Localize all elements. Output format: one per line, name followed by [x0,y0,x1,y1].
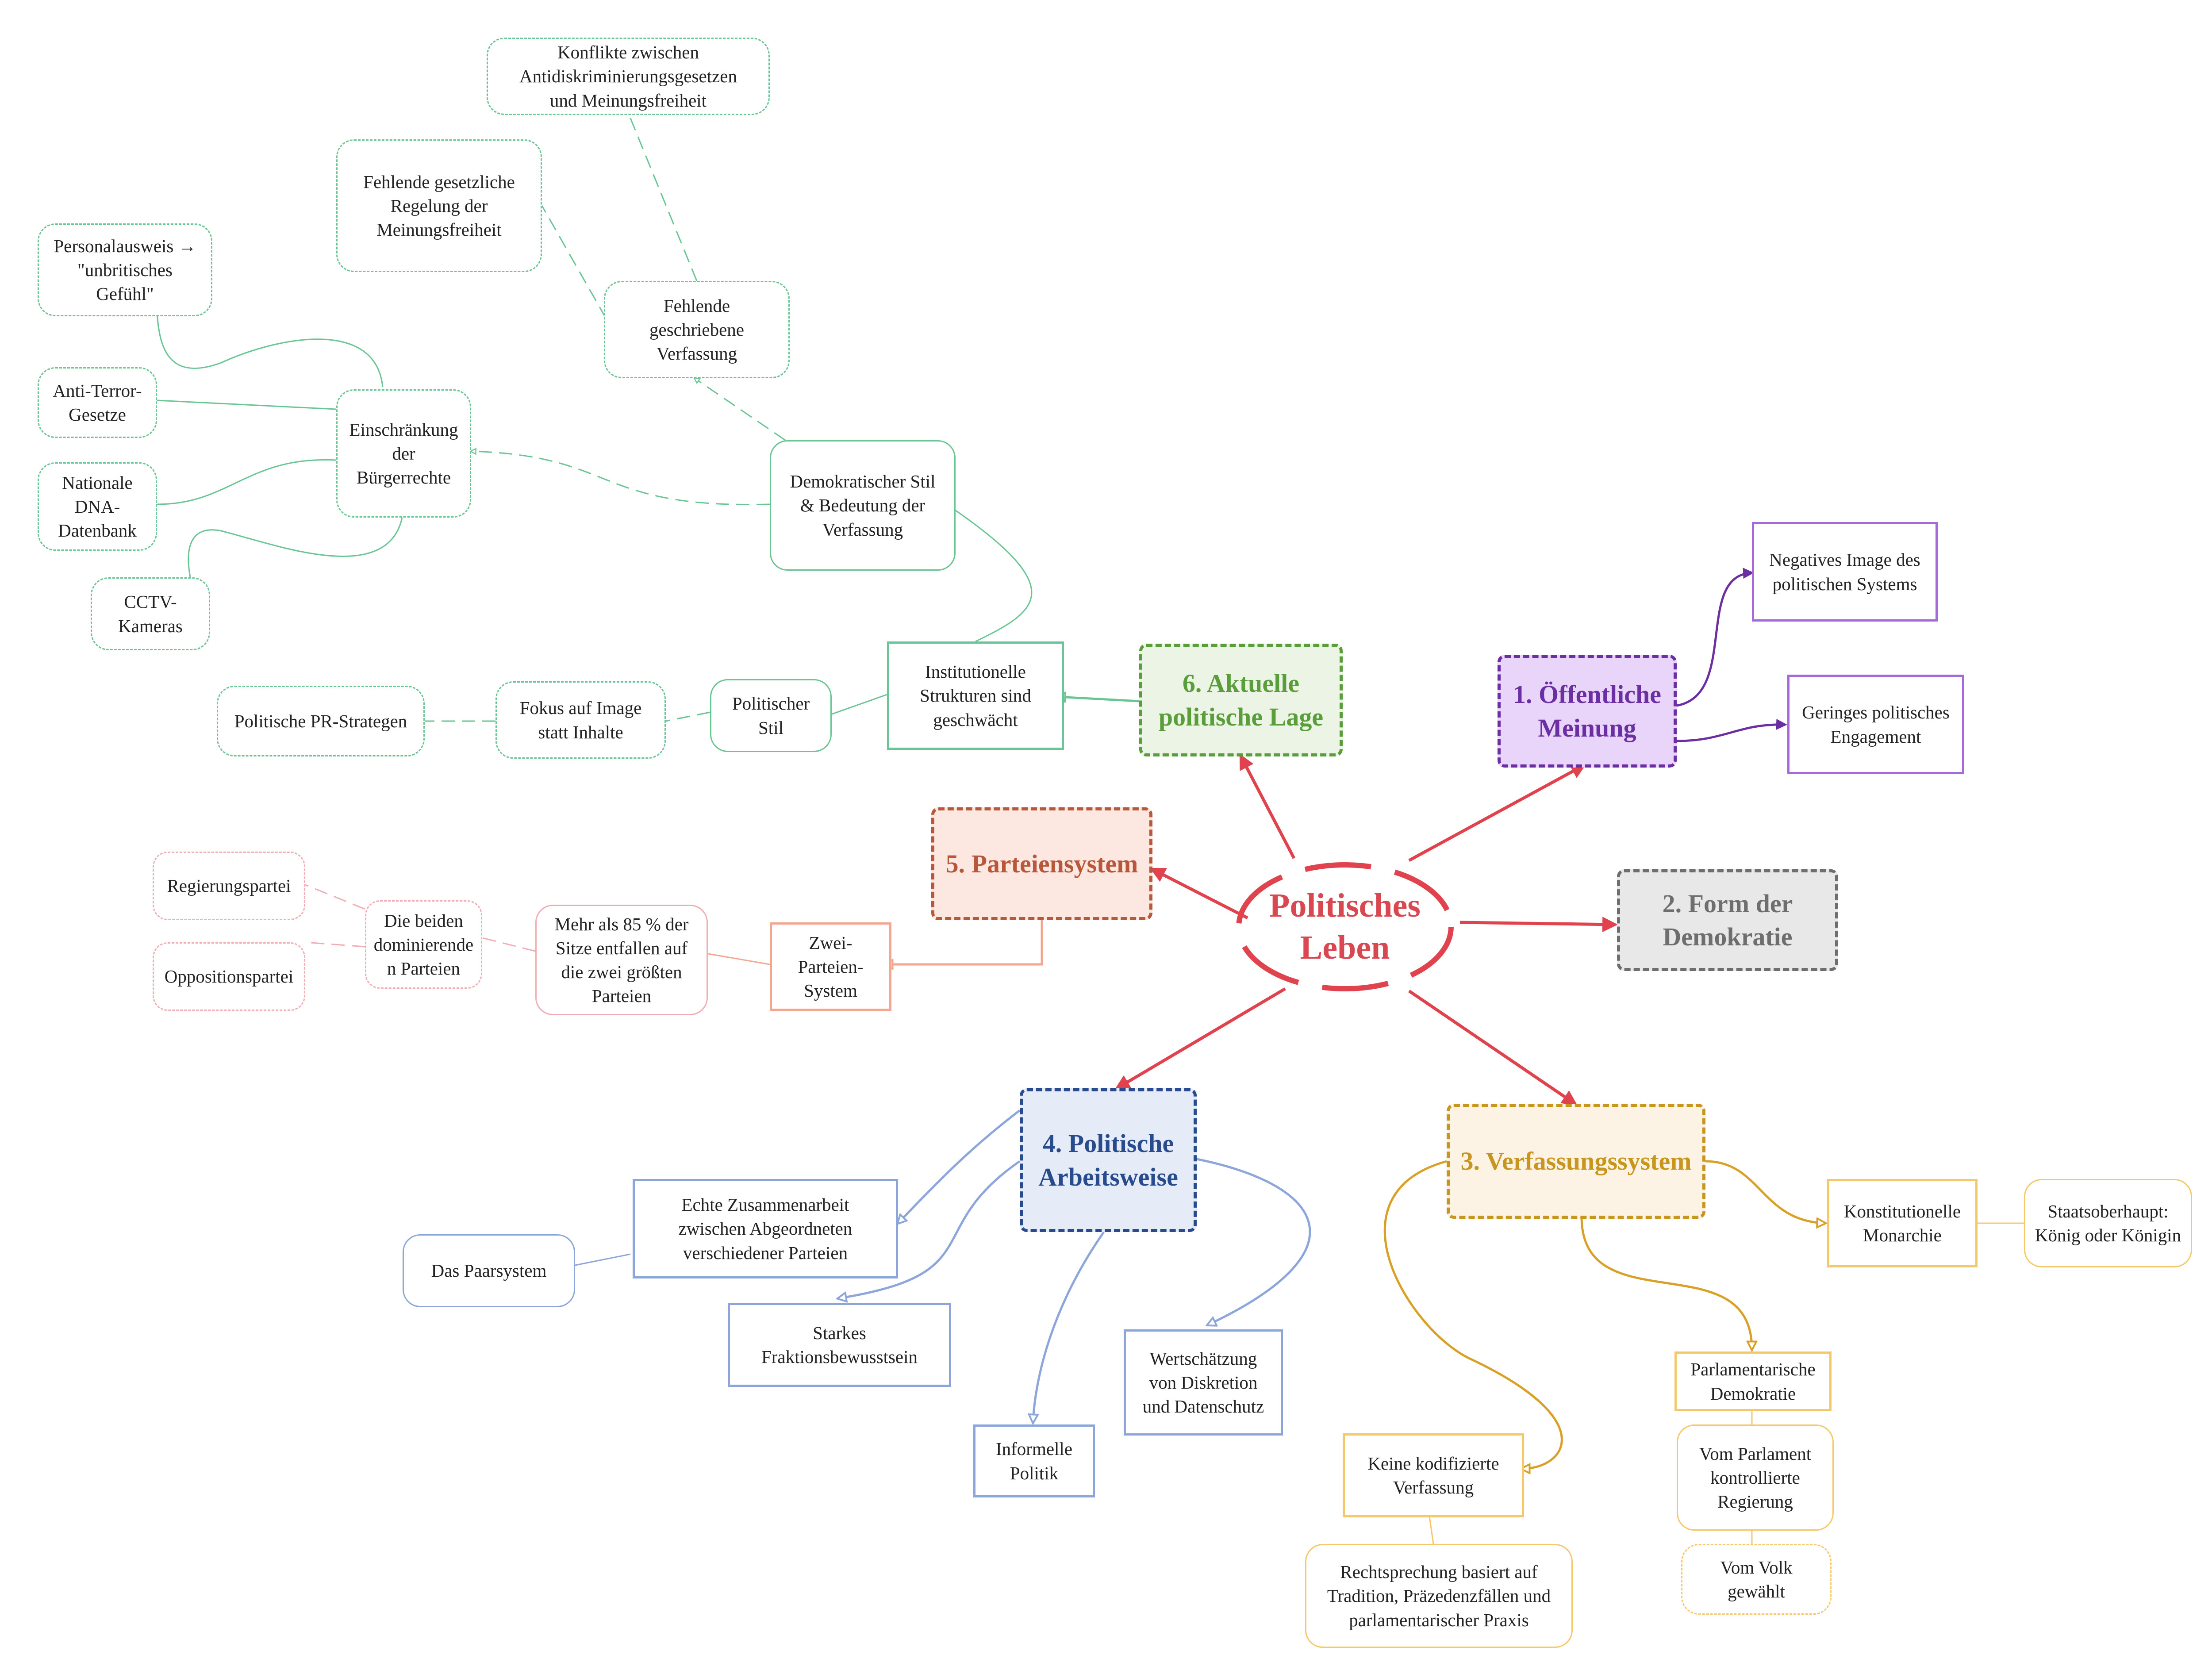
node-dna-database[interactable]: Nationale DNA- Datenbank [38,462,157,551]
edge-center-t3 [1408,990,1578,1106]
topic-political-working-style[interactable]: 4. Politische Arbeitsweise [1020,1088,1197,1232]
edge-t4-discretion [1196,1158,1311,1325]
edge-no-constitution-legal [541,205,607,319]
node-id-card[interactable]: Personalausweis → "unbritisches Gefühl" [38,223,212,316]
topic-form-of-democracy[interactable]: 2. Form der Demokratie [1617,869,1838,971]
topic-public-opinion[interactable]: 1. Öffentliche Meinung [1498,655,1677,768]
edge-civil-rights-antiterror [157,399,337,410]
edge-t1-negative-image [1676,568,1754,707]
edge-center-t1 [1408,764,1587,862]
node-two-party-system[interactable]: Zwei- Parteien- System [770,922,891,1011]
node-cctv-cameras[interactable]: CCTV- Kameras [91,577,210,650]
node-no-written-constitution[interactable]: Fehlende geschriebene Verfassung [604,281,790,378]
edge-style-image [665,711,710,722]
node-elected-by-people[interactable]: Vom Volk gewählt [1681,1544,1832,1615]
edge-cooperation-pair [575,1253,631,1266]
center-topic[interactable]: Politisches Leben [1269,887,1421,966]
edge-t1-low-engagement [1676,718,1787,742]
edge-dominant-opposition [305,941,365,948]
edge-civil-rights-id [156,311,384,388]
node-low-engagement[interactable]: Geringes politisches Engagement [1787,675,1964,774]
edge-uncodified-caselaw [1428,1513,1434,1544]
edge-center-t4 [1114,987,1286,1090]
node-discretion[interactable]: Wertschätzung von Diskretion und Datensc… [1124,1329,1283,1436]
node-parliamentary-democracy[interactable]: Parlamentarische Demokratie [1674,1351,1832,1411]
node-uncodified-constitution[interactable]: Keine kodifizierte Verfassung [1343,1433,1524,1517]
node-constitutional-monarchy[interactable]: Konstitutionelle Monarchie [1827,1179,1978,1267]
edge-dominant-government [305,884,365,910]
node-cooperation[interactable]: Echte Zusammenarbeit zwischen Abgeordnet… [633,1179,898,1278]
edge-center-t2 [1459,917,1618,933]
node-institutions-weakened[interactable]: Institutionelle Strukturen sind geschwäc… [887,641,1064,750]
node-pr-strategists[interactable]: Politische PR-Strategen [217,686,425,756]
edge-democratic-civil-rights [471,451,770,506]
edge-t4-informal [1033,1231,1105,1422]
edge-center-t5 [1149,868,1248,920]
node-conflicts[interactable]: Konflikte zwischen Antidiskriminierungsg… [487,38,770,115]
node-dominant-parties[interactable]: Die beiden dominierende n Parteien [365,900,482,989]
node-democratic-style[interactable]: Demokratischer Stil & Bedeutung der Verf… [770,440,956,571]
edge-civil-rights-cctv [188,515,403,578]
node-seat-share[interactable]: Mehr als 85 % der Sitze entfallen auf di… [535,905,708,1015]
node-negative-image[interactable]: Negatives Image des politischen Systems [1752,522,1938,622]
node-informal-politics[interactable]: Informelle Politik [973,1424,1095,1497]
edge-t6-institutions [1057,697,1140,701]
edge-civil-rights-dna [157,459,337,505]
center-ellipse [1236,862,1454,991]
edge-center-t6 [1239,753,1296,859]
edge-t3-uncodified [1383,1160,1563,1469]
node-parliament-controlled-government[interactable]: Vom Parlament kontrollierte Regierung [1677,1424,1834,1531]
edge-democratic-no-constitution [695,378,786,441]
topic-current-situation[interactable]: 6. Aktuelle politische Lage [1139,644,1343,756]
node-anti-terror-laws[interactable]: Anti-Terror- Gesetze [38,367,157,438]
topic-constitutional-system[interactable]: 3. Verfassungssystem [1447,1104,1705,1219]
node-opposition-party[interactable]: Oppositionspartei [153,942,305,1011]
edge-institutions-democratic [946,503,1033,642]
edge-t3-parl-democracy [1580,1218,1752,1349]
node-government-party[interactable]: Regierungspartei [153,852,305,920]
node-case-law[interactable]: Rechtsprechung basiert auf Tradition, Pr… [1305,1544,1573,1648]
edge-no-constitution-conflicts [627,112,698,281]
edge-two-party-seats [705,952,770,965]
edge-t3-monarchy [1705,1160,1825,1223]
edge-institutions-style [830,694,887,715]
edge-t5-two-party [885,920,1043,964]
node-no-legal-regulation[interactable]: Fehlende gesetzliche Regelung der Meinun… [336,139,542,272]
edge-seats-dominant [482,937,536,952]
node-image-focus[interactable]: Fokus auf Image statt Inhalte [495,681,666,759]
node-pair-system[interactable]: Das Paarsystem [403,1234,575,1307]
node-civil-rights-restriction[interactable]: Einschränkung der Bürgerrechte [336,389,471,518]
node-political-style[interactable]: Politischer Stil [710,679,832,752]
node-head-of-state[interactable]: Staatsoberhaupt: König oder Königin [2024,1179,2192,1267]
edge-t4-faction [838,1160,1021,1298]
node-faction-awareness[interactable]: Starkes Fraktionsbewusstsein [728,1303,951,1387]
topic-party-system[interactable]: 5. Parteiensystem [931,807,1152,920]
edge-t4-cooperation [898,1109,1021,1223]
